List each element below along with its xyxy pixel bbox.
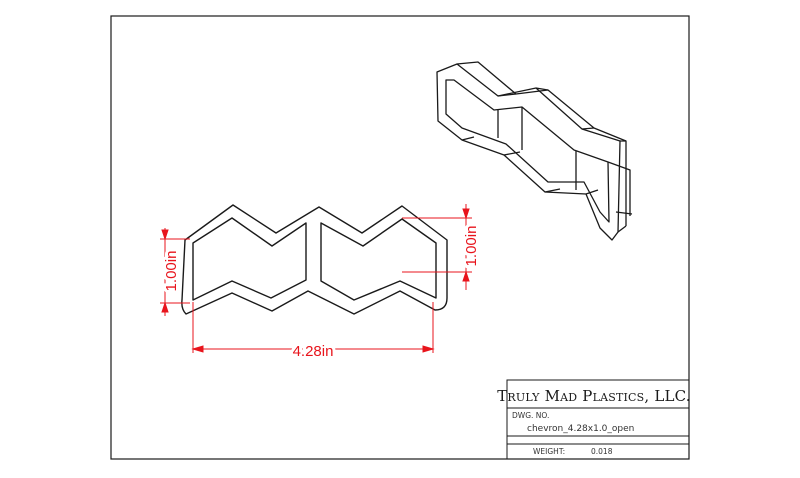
left-height-label: 1.00in <box>163 251 180 292</box>
sheet-border <box>110 15 690 460</box>
iso-depth-lines <box>461 87 627 233</box>
inner-outline-left <box>192 217 307 301</box>
left-height-arrow-top <box>161 229 169 241</box>
weight-value: 0.018 <box>591 447 613 456</box>
company-name: Truly Mad Plastics, LLC. <box>497 387 691 405</box>
outer-outline <box>181 204 448 315</box>
top-view <box>181 204 448 315</box>
title-block <box>506 379 690 460</box>
right-height-arrow-top <box>462 208 470 220</box>
right-height-arrow-bottom <box>462 270 470 282</box>
dwg-no-label: DWG. NO. <box>512 411 549 420</box>
title-block-frame <box>506 379 690 460</box>
dimension-right-height <box>402 204 472 290</box>
dimension-left-height <box>160 228 190 316</box>
iso-back-edge <box>456 61 627 226</box>
right-height-label: 1.00in <box>463 226 480 267</box>
iso-wall-lines <box>497 107 633 216</box>
weight-label: WEIGHT: <box>533 447 565 456</box>
iso-inner-face <box>445 79 610 223</box>
width-label: 4.28in <box>293 343 334 360</box>
inner-outline-right <box>320 218 437 301</box>
iso-outer-face <box>436 63 621 241</box>
isometric-view <box>436 61 633 241</box>
dimension-width <box>191 302 435 353</box>
width-arrow-right <box>422 345 435 353</box>
width-arrow-left <box>191 345 204 353</box>
left-height-arrow-bottom <box>161 301 169 313</box>
dwg-no-value: chevron_4.28x1.0_open <box>527 424 634 434</box>
